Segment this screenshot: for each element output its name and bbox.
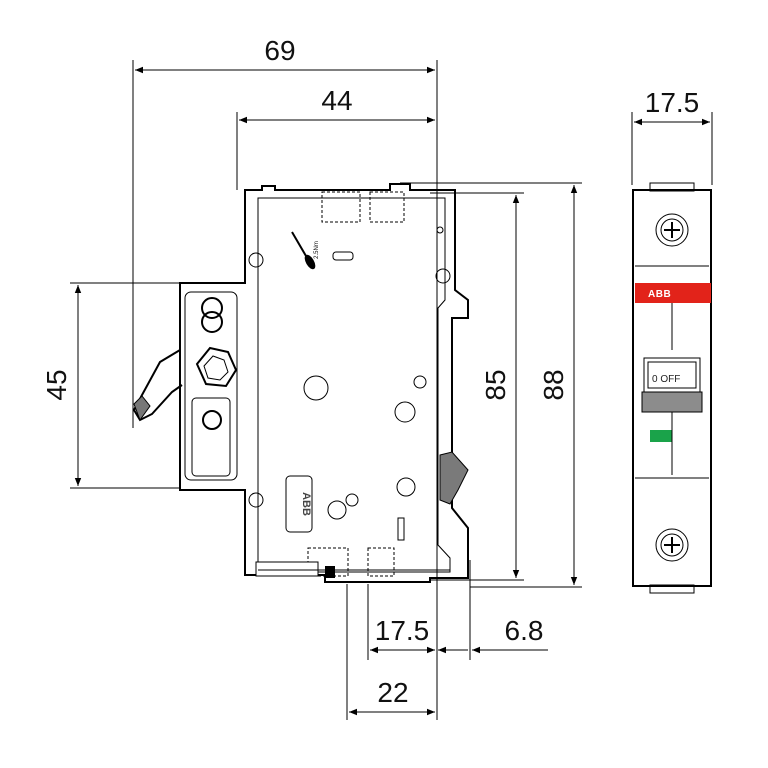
dimension-label-88: 88 (538, 369, 569, 400)
dimension-label-6-8: 6.8 (505, 615, 544, 646)
slot (332, 251, 354, 261)
lever-tip (133, 395, 151, 422)
dimension-label-44: 44 (321, 85, 352, 116)
screwdriver-icon (291, 231, 316, 270)
terminal-bottom-2 (367, 547, 395, 577)
rail-base-left (255, 561, 319, 577)
dimension-label-69: 69 (264, 35, 295, 66)
torque-label: 2.5Nm (314, 241, 320, 259)
dimension-label-width: 17.5 (645, 87, 700, 118)
rivet-lower-right (396, 477, 416, 497)
switch-lever[interactable] (647, 361, 697, 389)
abb-band (635, 283, 711, 303)
socket-hole (202, 410, 222, 430)
terminal-top-2 (369, 191, 405, 223)
dimension-label-rail: 17.5 (375, 615, 430, 646)
front-body (632, 189, 712, 587)
front-bottom-tab (649, 584, 695, 594)
handle-socket (191, 397, 231, 477)
dimension-17-5-rail: 17.5 (367, 584, 435, 660)
dimension-label-22: 22 (377, 677, 408, 708)
dimension-44: 44 (236, 85, 435, 190)
abb-emboss-logo: ABB (285, 475, 313, 533)
rivet-mid-right (394, 401, 416, 423)
rivet-lower-left (327, 500, 347, 520)
hole-top (201, 297, 223, 319)
dimension-45: 45 (41, 282, 180, 489)
toggle-hex-inner (203, 355, 229, 381)
screw-bottom-cross (664, 537, 680, 553)
lever (132, 349, 183, 422)
rivet-lower (345, 493, 359, 507)
status-indicator (650, 430, 672, 442)
terminal-top-1 (321, 191, 361, 223)
dimension-88: 88 (400, 182, 582, 588)
screw-top-inner (660, 218, 684, 242)
dimension-label-85: 85 (480, 369, 511, 400)
dimension-label-45: 45 (41, 369, 72, 400)
dimension-6-8: 6.8 (438, 560, 548, 660)
abb-front-logo: ABB (648, 289, 671, 300)
switch-base (641, 391, 703, 413)
dimension-69: 69 (132, 35, 438, 720)
rail-clip (439, 451, 469, 505)
switch-label: 0 OFF (652, 374, 680, 385)
slot-vertical (397, 517, 405, 541)
rail-notch (325, 566, 335, 578)
rivet-small (413, 375, 427, 389)
screw-top-cross (664, 222, 680, 238)
screw-bottom (655, 528, 689, 562)
side-body-outline (179, 183, 469, 583)
screw-bottom-inner (660, 533, 684, 557)
toggle-hex (195, 346, 238, 388)
side-view: 2.5Nm ABB (132, 183, 469, 583)
dimension-17-5-width: 17.5 (631, 87, 713, 185)
dimension-22: 22 (346, 584, 435, 720)
handle-block (184, 291, 238, 481)
svg-text:ABB: ABB (300, 492, 312, 516)
dimension-85: 85 (430, 192, 524, 581)
front-view: ABB 0 OFF (632, 182, 712, 594)
hole-bottom (201, 311, 223, 333)
side-inner-outline (257, 197, 451, 573)
rivet-center (303, 375, 329, 401)
rivet-upper-right (435, 268, 451, 284)
screw-top (655, 213, 689, 247)
rivet-tiny (436, 226, 444, 234)
rivet-bottom-left (248, 492, 264, 508)
rivet-upper-left (248, 252, 264, 268)
front-top-tab (649, 182, 695, 192)
